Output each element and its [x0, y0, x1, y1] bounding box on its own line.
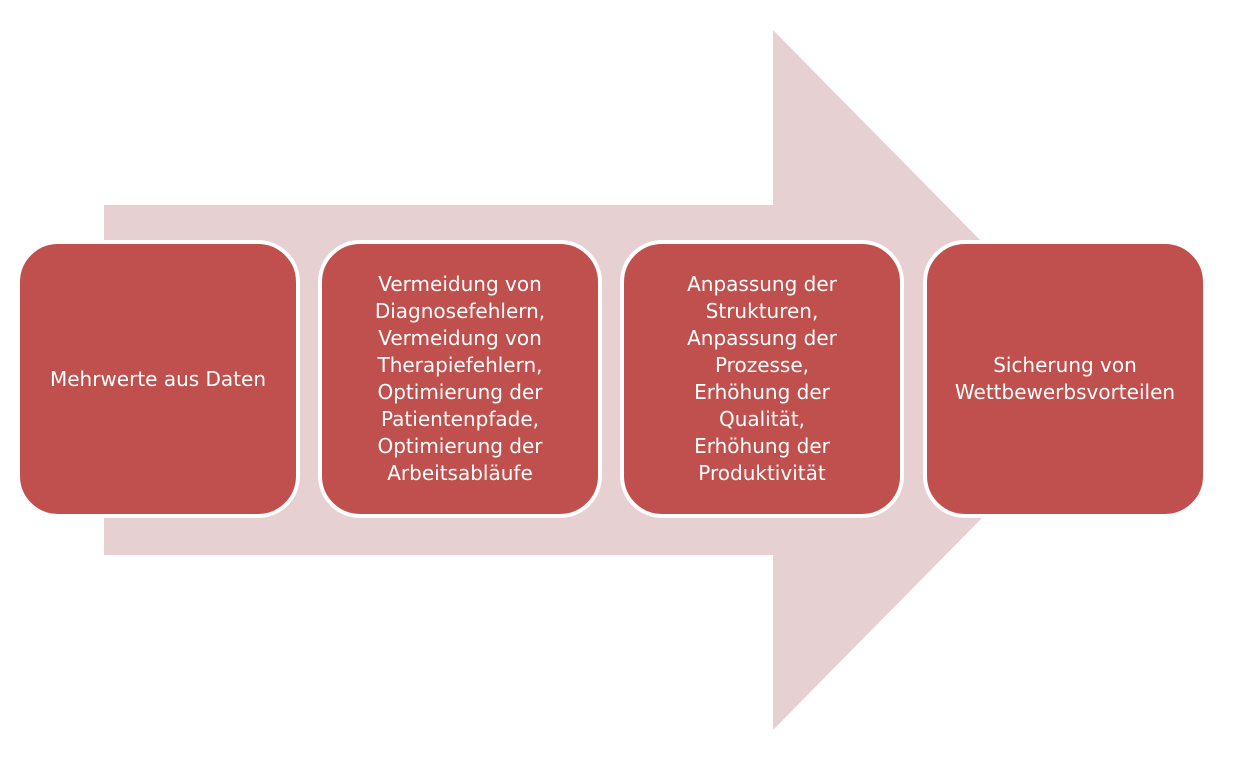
process-step-4-line: Sicherung von — [993, 353, 1137, 377]
process-step-1-text: Mehrwerte aus Daten — [50, 366, 266, 393]
process-step-2-line: Optimierung der — [377, 380, 543, 404]
process-step-2-text: Vermeidung von Diagnosefehlern, Vermeidu… — [375, 271, 545, 487]
process-step-3-line: Erhöhung der — [694, 434, 830, 458]
process-step-3-line: Prozesse, — [714, 353, 810, 377]
process-step-3-line: Qualität, — [718, 407, 806, 431]
process-step-2-line: Vermeidung von — [378, 272, 542, 296]
process-step-3-line: Anpassung der — [687, 272, 837, 296]
process-step-2-line: Patientenpfade, — [381, 407, 539, 431]
process-step-1-line: Mehrwerte aus Daten — [49, 366, 267, 391]
process-step-3-line: Erhöhung der — [694, 380, 830, 404]
process-step-2: Vermeidung von Diagnosefehlern, Vermeidu… — [318, 240, 602, 518]
process-step-4-text: Sicherung von Wettbewerbsvorteilen — [955, 352, 1175, 406]
process-step-4: Sicherung von Wettbewerbsvorteilen — [923, 240, 1207, 518]
process-step-1: Mehrwerte aus Daten — [16, 240, 300, 518]
process-step-2-line: Therapiefehlern, — [377, 353, 543, 377]
arrow-shape — [104, 30, 1118, 730]
process-step-3: Anpassung der Strukturen, Anpassung der … — [620, 240, 904, 518]
process-step-3-line: Anpassung der — [687, 326, 837, 350]
process-step-2-line: Arbeitsabläufe — [387, 461, 533, 485]
process-step-2-line: Diagnosefehlern, — [374, 299, 546, 323]
process-step-2-line: Optimierung der — [377, 434, 543, 458]
process-step-3-text: Anpassung der Strukturen, Anpassung der … — [687, 271, 837, 487]
process-step-3-line: Produktivität — [698, 461, 826, 485]
process-step-2-line: Vermeidung von — [378, 326, 542, 350]
process-step-3-line: Strukturen, — [705, 299, 819, 323]
process-step-4-line: Wettbewerbsvorteilen — [954, 380, 1176, 404]
